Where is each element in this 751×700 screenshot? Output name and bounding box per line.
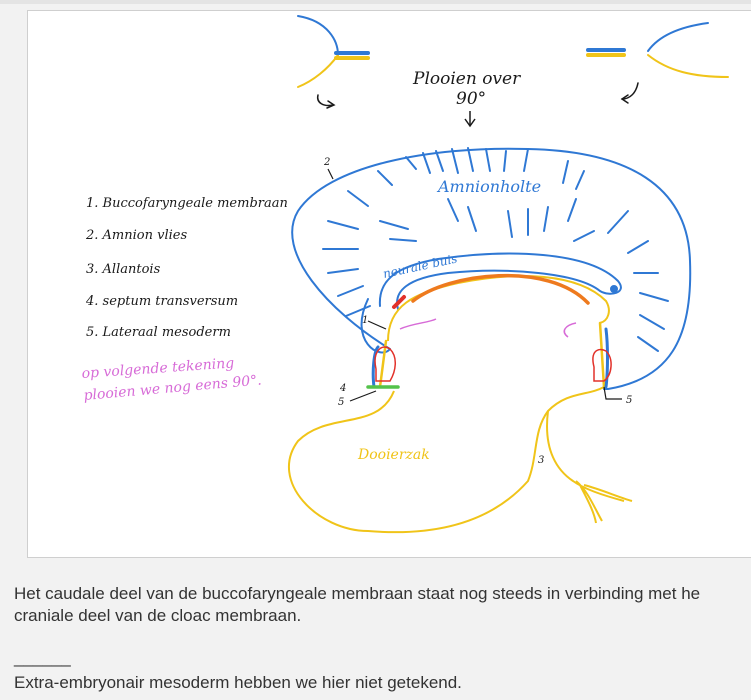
dooierzak-label: Dooierzak xyxy=(357,447,430,463)
left-septum-region xyxy=(366,339,400,389)
legend-item-3: 3. Allantois xyxy=(86,262,161,277)
separator-line: ______ xyxy=(14,648,71,667)
amnion-membrane xyxy=(291,147,692,390)
top-left-fold-sketch xyxy=(297,15,370,109)
buccopharyngeal-membrane xyxy=(392,295,406,309)
marker-5-right-arrow-icon xyxy=(603,386,622,400)
ectoderm-line xyxy=(387,275,610,342)
legend-item-4: 4. septum transversum xyxy=(85,294,238,309)
legend-item-1: 1. Buccofaryngeale membraan xyxy=(86,196,288,211)
explanation-line-1: Het caudale deel van de buccofaryngeale … xyxy=(14,584,701,603)
legend-item-2: 2. Amnion vlies xyxy=(85,228,187,243)
down-arrow-icon xyxy=(464,111,476,128)
explanation-line-3: Extra-embryonair mesoderm hebben we hier… xyxy=(14,673,462,692)
marker-5-left-arrow-icon xyxy=(349,390,377,402)
ploolen-label-line1: Plooien over xyxy=(412,69,521,89)
allantois-outline xyxy=(546,410,633,524)
top-right-fold-sketch xyxy=(586,22,729,104)
explanation-line-2: craniale deel van de cloac membraan. xyxy=(14,606,302,625)
marker-2-label: 2 xyxy=(323,157,330,168)
top-divider xyxy=(0,0,751,4)
neurale-buis-label: neurale buis xyxy=(382,252,459,281)
notochord-line xyxy=(411,273,590,305)
amnionholte-label: Amnionholte xyxy=(436,177,541,196)
rotation-arrow-left-icon xyxy=(399,318,437,330)
embryo-diagram-drawing: Plooien over 90° 1. Buccofaryngeale memb… xyxy=(81,15,729,534)
marker-1-arrow-icon xyxy=(367,320,387,330)
marker-1-label: 1 xyxy=(362,315,368,326)
marker-5-right-label: 5 xyxy=(626,395,632,406)
right-septum-region xyxy=(592,321,612,389)
embryo-diagram-image: Plooien over 90° 1. Buccofaryngeale memb… xyxy=(27,10,751,558)
legend-item-5: 5. Lateraal mesoderm xyxy=(86,325,231,340)
rotation-arrow-right-icon xyxy=(563,322,577,338)
marker-3-label: 3 xyxy=(538,455,544,466)
marker-5-left-label: 5 xyxy=(338,397,344,408)
marker-4-label: 4 xyxy=(339,383,346,394)
ploolen-label-line2: 90° xyxy=(456,89,486,109)
yolk-sac-outline xyxy=(287,386,605,534)
marker-2-arrow-icon xyxy=(327,168,334,180)
legend: 1. Buccofaryngeale membraan 2. Amnion vl… xyxy=(85,196,288,340)
